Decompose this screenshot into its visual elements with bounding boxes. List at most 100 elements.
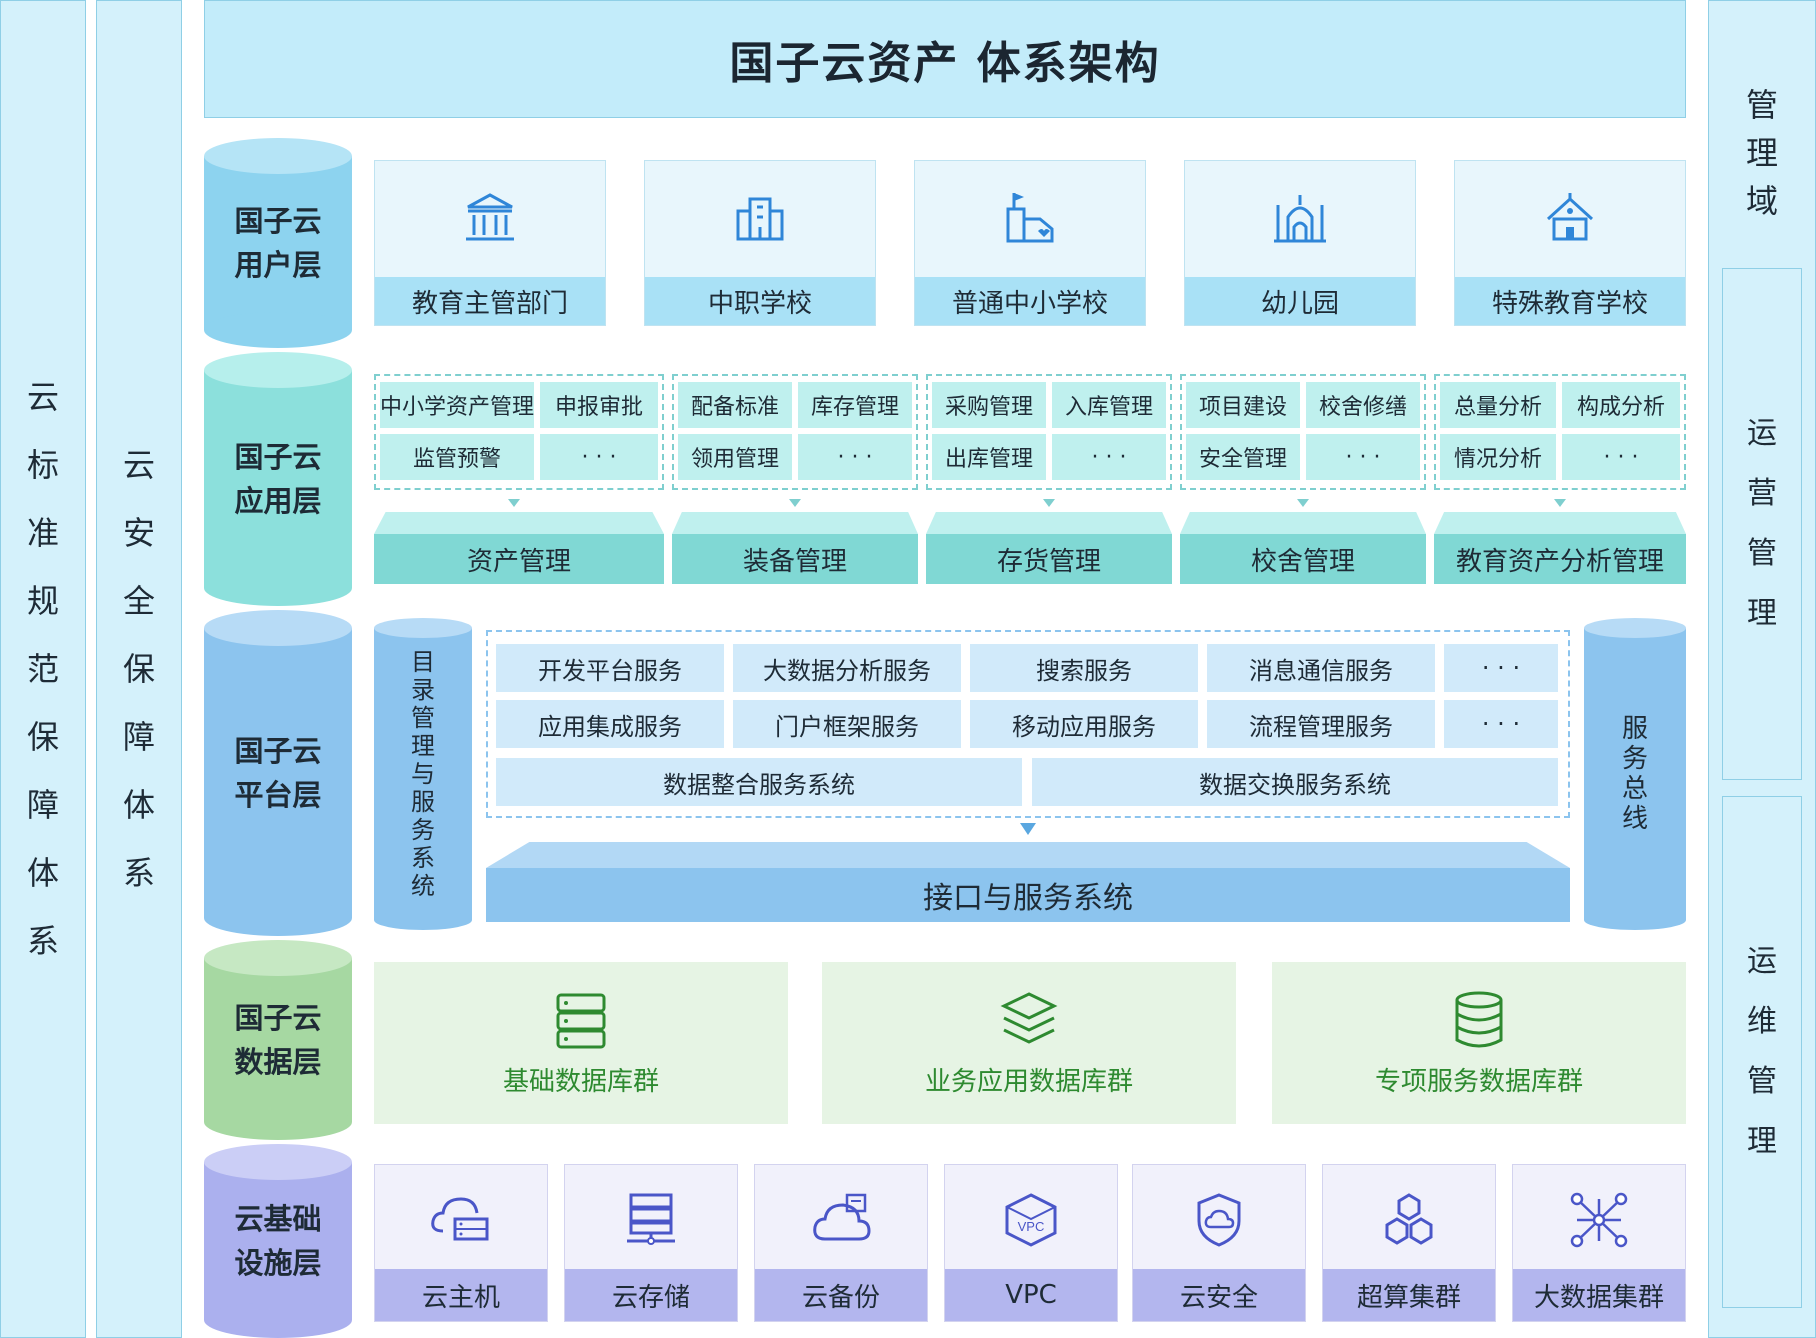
more-ellipsis: · · · [798, 434, 912, 480]
cloud-security-bar: 云安全保障体系 [96, 0, 182, 1338]
down-arrow-icon [1020, 820, 1036, 835]
more-ellipsis: · · · [1306, 434, 1420, 480]
cloud-security-icon [1197, 1193, 1241, 1247]
government-building-icon [466, 193, 514, 241]
infra-card-bigdata-cluster[interactable]: 大数据集群 [1512, 1164, 1686, 1322]
layer-application: 国子云应用层 [204, 352, 352, 606]
layer-platform: 国子云平台层 [204, 610, 352, 936]
mgmt-bevel [1434, 512, 1686, 534]
data-card-special[interactable]: 专项服务数据库群 [1272, 962, 1686, 1124]
mgmt-bevel [374, 512, 664, 534]
cloud-standards-bar: 云标准规范保障体系 [0, 0, 86, 1338]
mgmt-equipment[interactable]: 装备管理 [672, 534, 918, 584]
down-arrow-icon [508, 492, 520, 507]
app-function[interactable]: 配备标准 [678, 382, 792, 428]
infra-card-cloud-security[interactable]: 云安全 [1132, 1164, 1306, 1322]
down-arrow-icon [1554, 492, 1566, 507]
app-function[interactable]: 申报审批 [540, 382, 658, 428]
mgmt-bevel [926, 512, 1172, 534]
vpc-icon: VPC [1005, 1193, 1057, 1247]
user-card-vocational-school[interactable]: 中职学校 [644, 160, 876, 326]
infra-card-cloud-storage[interactable]: 云存储 [564, 1164, 738, 1322]
vpc-badge-text: VPC [1018, 1219, 1045, 1234]
kindergarten-icon [1274, 195, 1326, 243]
mgmt-bevel [1180, 512, 1426, 534]
cloud-standards-text: 云标准规范保障体系 [26, 378, 59, 960]
mgmt-asset-analysis[interactable]: 教育资产分析管理 [1434, 534, 1686, 584]
platform-service[interactable]: 消息通信服务 [1207, 644, 1435, 692]
school-building-icon [736, 197, 784, 241]
platform-service[interactable]: 搜索服务 [970, 644, 1198, 692]
interface-service-system[interactable]: 接口与服务系统 [486, 868, 1570, 922]
app-function[interactable]: 构成分析 [1562, 382, 1680, 428]
database-icon [1455, 991, 1503, 1048]
app-group-inventory [926, 374, 1172, 490]
server-stack-icon [556, 993, 606, 1049]
app-function[interactable]: 安全管理 [1186, 434, 1300, 480]
layers-icon [1000, 992, 1058, 1044]
more-ellipsis: · · · [1444, 700, 1558, 748]
down-arrow-icon [1297, 492, 1309, 507]
layer-infrastructure: 云基础设施层 [204, 1144, 352, 1338]
app-function[interactable]: 领用管理 [678, 434, 792, 480]
app-function[interactable]: 监管预警 [380, 434, 534, 480]
cloud-security-text: 云安全保障体系 [122, 446, 155, 892]
platform-service[interactable]: 开发平台服务 [496, 644, 724, 692]
infra-card-cloud-host[interactable]: 云主机 [374, 1164, 548, 1322]
app-function[interactable]: 中小学资产管理 [380, 382, 534, 428]
more-ellipsis: · · · [540, 434, 658, 480]
data-exchange-system[interactable]: 数据交换服务系统 [1032, 758, 1558, 806]
platform-service[interactable]: 大数据分析服务 [733, 644, 961, 692]
user-card-special-education-school[interactable]: 特殊教育学校 [1454, 160, 1686, 326]
app-function[interactable]: 校舍修缮 [1306, 382, 1420, 428]
infra-card-cloud-backup[interactable]: 云备份 [754, 1164, 928, 1322]
mgmt-school-building[interactable]: 校舍管理 [1180, 534, 1426, 584]
layer-user: 国子云用户层 [204, 138, 352, 348]
mgmt-asset[interactable]: 资产管理 [374, 534, 664, 584]
platform-service[interactable]: 流程管理服务 [1207, 700, 1435, 748]
special-school-icon [1546, 193, 1594, 241]
hexagon-cluster-icon [1385, 1193, 1433, 1245]
mgmt-bevel [672, 512, 918, 534]
app-function[interactable]: 库存管理 [798, 382, 912, 428]
user-card-kindergarten[interactable]: 幼儿园 [1184, 160, 1416, 326]
interface-bevel [486, 842, 1570, 868]
platform-service[interactable]: 门户框架服务 [733, 700, 961, 748]
management-domain-text: 管理域 [1745, 86, 1778, 220]
data-integration-system[interactable]: 数据整合服务系统 [496, 758, 1022, 806]
infra-card-vpc[interactable]: VPC VPC [944, 1164, 1118, 1322]
app-function[interactable]: 总量分析 [1440, 382, 1556, 428]
user-card-primary-secondary-school[interactable]: 普通中小学校 [914, 160, 1146, 326]
layer-data: 国子云数据层 [204, 940, 352, 1140]
app-group-equipment [672, 374, 918, 490]
down-arrow-icon [1043, 492, 1055, 507]
app-group-analysis [1434, 374, 1686, 490]
app-function[interactable]: 出库管理 [932, 434, 1046, 480]
more-ellipsis: · · · [1052, 434, 1166, 480]
app-function[interactable]: 采购管理 [932, 382, 1046, 428]
cloud-host-icon [431, 1197, 489, 1241]
more-ellipsis: · · · [1562, 434, 1680, 480]
cloud-backup-icon [813, 1193, 871, 1241]
user-card-education-dept[interactable]: 教育主管部门 [374, 160, 606, 326]
school-flag-icon [1006, 193, 1054, 243]
mgmt-inventory[interactable]: 存货管理 [926, 534, 1172, 584]
cloud-storage-icon [627, 1193, 675, 1245]
app-group-asset [374, 374, 664, 490]
platform-services-group [486, 630, 1570, 818]
platform-service[interactable]: 应用集成服务 [496, 700, 724, 748]
data-card-basic[interactable]: 基础数据库群 [374, 962, 788, 1124]
operations-management-bar: 运营管理 [1722, 268, 1802, 780]
catalog-service-cylinder: 目录管理与服务系统 [374, 618, 472, 930]
app-function[interactable]: 入库管理 [1052, 382, 1166, 428]
data-card-business[interactable]: 业务应用数据库群 [822, 962, 1236, 1124]
app-group-school-building [1180, 374, 1426, 490]
maintenance-management-bar: 运维管理 [1722, 796, 1802, 1308]
network-nodes-icon [1570, 1192, 1628, 1248]
down-arrow-icon [789, 492, 801, 507]
app-function[interactable]: 项目建设 [1186, 382, 1300, 428]
infra-card-supercomputing[interactable]: 超算集群 [1322, 1164, 1496, 1322]
platform-service[interactable]: 移动应用服务 [970, 700, 1198, 748]
page-title: 国子云资产 体系架构 [204, 0, 1686, 118]
app-function[interactable]: 情况分析 [1440, 434, 1556, 480]
